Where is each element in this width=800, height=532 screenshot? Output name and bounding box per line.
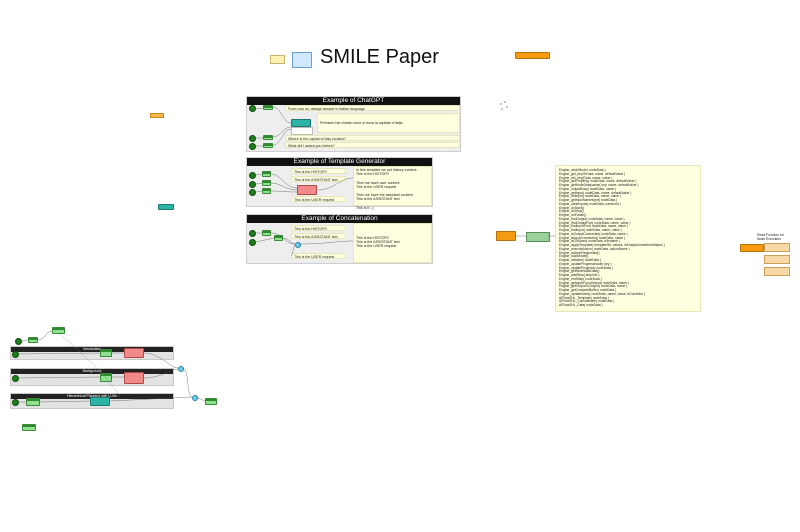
small-teal-node-left[interactable] (158, 204, 174, 210)
intro-start[interactable] (12, 351, 19, 358)
chatgpt-wires (255, 106, 292, 147)
cat-assistant-text: This is the ASSISTANT text (291, 233, 346, 239)
chatgpt-message-1: From now on, always answer in Italian la… (285, 105, 460, 111)
tpl-template-node[interactable] (297, 185, 317, 195)
cat-start-1[interactable] (249, 230, 256, 237)
side-node-2[interactable] (764, 255, 790, 264)
side-label: Read Function for Node Execution (757, 233, 784, 241)
side-orange-node[interactable] (740, 244, 764, 252)
chatgpt-message-2: Prémium hai chiesto dove si trova la cap… (317, 113, 460, 133)
bg-node-red[interactable] (124, 372, 144, 384)
template-panel-title: Example of Template Generator (247, 158, 432, 166)
side-node-1[interactable] (764, 243, 790, 252)
concat-panel: Example of Concatenation This is the HIS… (246, 214, 433, 264)
cat-output-note: This is the HISTORY This is the ASSISTAN… (353, 223, 432, 263)
cat-user-text: This is the USER request (291, 253, 346, 259)
engine-gray-node[interactable] (526, 232, 550, 242)
tpl-input-2[interactable] (262, 180, 271, 186)
strip-background-title: Background (11, 369, 173, 374)
tpl-start-2[interactable] (249, 181, 256, 188)
tpl-input-1[interactable] (262, 171, 271, 177)
tpl-start-3[interactable] (249, 189, 256, 196)
tpl-start-1[interactable] (249, 172, 256, 179)
strip-introduction: Introduction (10, 346, 174, 360)
orange-node-top[interactable] (515, 52, 550, 59)
title-node-yellow[interactable] (270, 55, 285, 64)
tpl-input-3[interactable] (262, 188, 271, 194)
hp-node-1[interactable] (26, 398, 40, 406)
tpl-assistant-text: This is the ASSISTANT text (291, 176, 346, 182)
bl-join-1[interactable] (178, 366, 184, 372)
bl-out-node[interactable] (205, 398, 217, 405)
chatgpt-panel: Example of ChatGPT From now on, always a… (246, 96, 461, 152)
start-node-2[interactable] (249, 135, 256, 142)
bl-start-top[interactable] (15, 338, 22, 345)
cat-join-node[interactable] (295, 242, 301, 248)
side-node-3[interactable] (764, 267, 790, 276)
chatgpt-llm-body (291, 127, 313, 135)
intro-node-1[interactable] (100, 349, 112, 357)
dot-cluster (499, 101, 509, 111)
cat-input-1[interactable] (262, 230, 271, 236)
bl-node-top[interactable] (28, 337, 38, 343)
input-node-3[interactable] (263, 143, 273, 148)
small-orange-tag[interactable] (150, 113, 164, 118)
hp-node-teal[interactable] (90, 397, 110, 406)
tpl-output-note: In this template we put history content:… (353, 166, 432, 210)
tpl-user-text: This is the USER request (291, 196, 346, 202)
bg-node-1[interactable] (100, 373, 112, 382)
tpl-history-text: This is the HISTORY (291, 168, 346, 174)
cat-start-2[interactable] (249, 239, 256, 246)
strip-background: Background (10, 368, 174, 386)
page-title: SMILE Paper (320, 46, 439, 68)
chatgpt-message-3: Where is the capital of Italy located? (285, 135, 460, 141)
concat-panel-title: Example of Concatenation (247, 215, 432, 223)
template-panel: Example of Template Generator This is th… (246, 157, 433, 210)
chatgpt-llm-node[interactable] (291, 119, 311, 127)
hp-start[interactable] (12, 399, 19, 406)
strip-introduction-title: Introduction (11, 347, 173, 352)
template-wires (255, 173, 354, 193)
start-node-1[interactable] (249, 105, 256, 112)
chatgpt-panel-title: Example of ChatGPT (247, 97, 460, 105)
cat-input-2[interactable] (274, 235, 283, 241)
bl-join-2[interactable] (192, 395, 198, 401)
title-node-blue[interactable] (292, 52, 312, 68)
engine-functions-note: Engine_addr/Model; nodeData ) Engine_get… (555, 165, 701, 312)
concat-wires (255, 232, 354, 257)
engine-orange-node[interactable] (496, 231, 516, 241)
bl-node-top-2[interactable] (52, 327, 65, 334)
bl-bottom-node[interactable] (22, 424, 36, 431)
cat-history-text: This is the HISTORY (291, 225, 346, 231)
chatgpt-message-4: What did I asked you before? (285, 142, 460, 148)
input-node-1[interactable] (263, 105, 273, 110)
intro-node-red[interactable] (124, 348, 144, 358)
bg-start[interactable] (12, 375, 19, 382)
start-node-3[interactable] (249, 143, 256, 150)
input-node-2[interactable] (263, 135, 273, 140)
